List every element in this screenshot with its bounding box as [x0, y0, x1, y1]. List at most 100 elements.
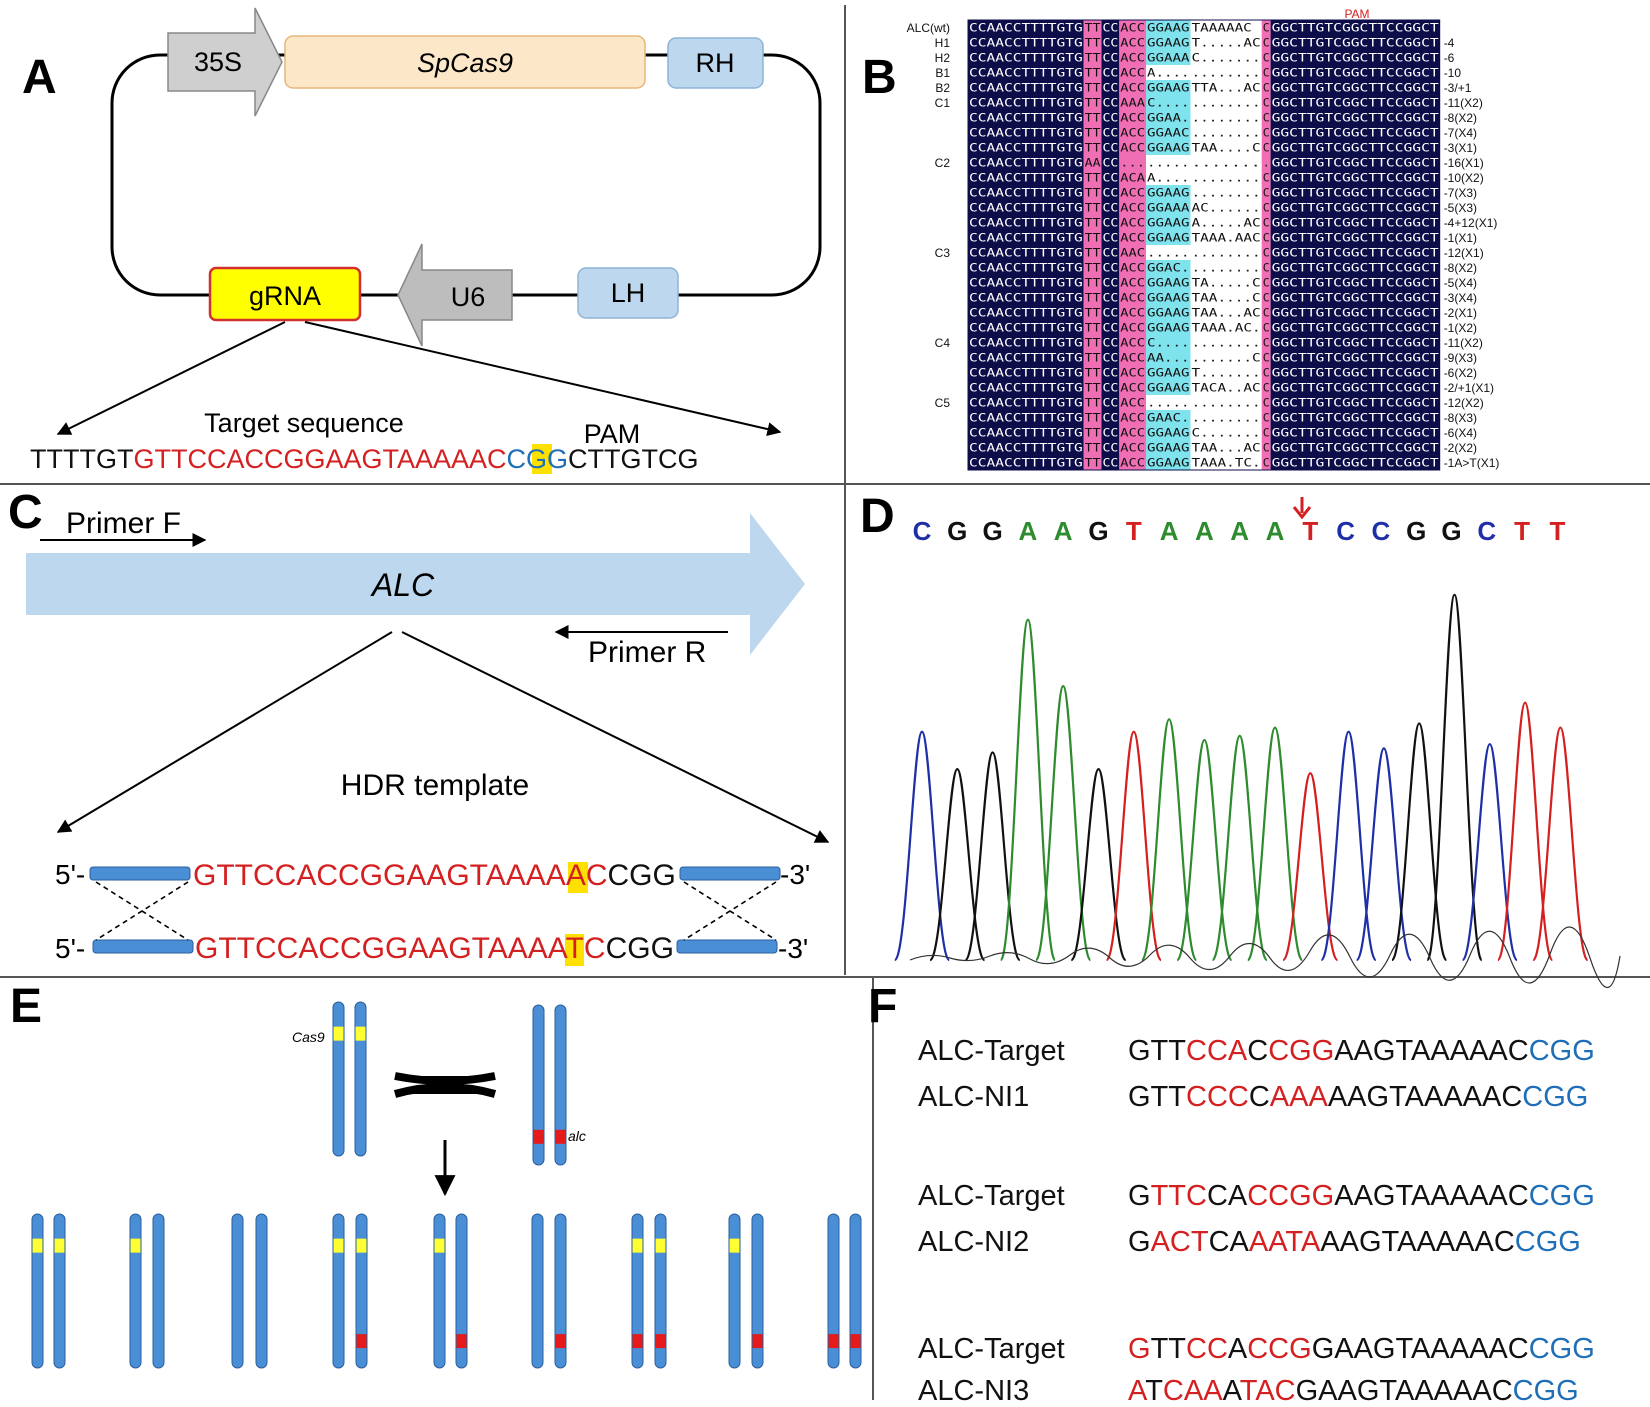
alignment-seq: TT — [1085, 231, 1101, 245]
chromatogram — [893, 593, 1621, 989]
alignment-cell — [1270, 35, 1440, 50]
row-note: -2/+1(X1) — [1444, 381, 1494, 395]
row-label: ALC(wt) — [907, 21, 950, 35]
row-note: -12(X1) — [1444, 246, 1484, 260]
alignment-cell — [1083, 260, 1102, 275]
alignment-seq: C — [1263, 351, 1270, 365]
alignment-seq: TT — [1085, 396, 1101, 410]
alignment-seq: ACC — [1120, 336, 1145, 350]
alignment-cell — [1146, 95, 1191, 110]
svg-text:SpCas9: SpCas9 — [417, 48, 513, 78]
alignment-cell — [968, 50, 1084, 65]
promoter-35s: 35S — [167, 7, 283, 117]
alignment-cell — [1083, 80, 1102, 95]
alignment-cell — [1083, 275, 1102, 290]
alignment-cell — [1270, 20, 1440, 35]
alignment-seq: CCAACCTTTTGTG — [969, 366, 1083, 380]
comparison-label: ALC-Target — [918, 1035, 1065, 1067]
alignment-seq: C.... — [1147, 336, 1190, 350]
alignment-seq: GGAAG — [1147, 216, 1190, 230]
alignment-cell — [1261, 455, 1271, 470]
cas9-marker — [355, 1026, 366, 1041]
alignment-seq: GGAAG — [1147, 81, 1190, 95]
alignment-seq: GGAAG — [1147, 21, 1190, 35]
alignment-cell — [968, 35, 1084, 50]
spcas9-box: SpCas9 — [284, 35, 646, 89]
alignment-cell — [1101, 305, 1120, 320]
alignment-seq: GGAAG — [1147, 456, 1190, 470]
alignment-seq: TT — [1085, 51, 1101, 65]
alignment-cell — [968, 350, 1084, 365]
alignment-seq: C — [1263, 246, 1270, 260]
alignment-seq: C — [1263, 366, 1270, 380]
alignment-seq: GGCTTGTCGGCTTCCGGCT — [1272, 396, 1439, 410]
alignment-cell — [1261, 20, 1271, 35]
chromatogram-peak — [1320, 730, 1377, 962]
alignment-seq: CCAACCTTTTGTG — [969, 306, 1083, 320]
alignment-seq: A.... — [1147, 171, 1190, 185]
alignment-seq: TT — [1085, 186, 1101, 200]
alignment-seq: CC — [1103, 306, 1119, 320]
alignment-seq: CC — [1103, 396, 1119, 410]
chromatogram-peak — [893, 730, 951, 962]
alignment-seq: C — [1263, 81, 1270, 95]
chromosome — [531, 1213, 544, 1369]
alignment-cell — [1119, 50, 1146, 65]
chromosome — [554, 1213, 567, 1369]
alignment-cell — [1270, 95, 1440, 110]
alignment-cell — [1101, 50, 1120, 65]
alignment-cell — [1083, 50, 1102, 65]
alignment-cell — [1270, 305, 1440, 320]
panel-f: F ALC-TargetALC-NI1GTTCCACCGGAAGTAAAAACC… — [868, 980, 1595, 1407]
alignment-seq: GGAAG — [1147, 186, 1190, 200]
alignment-cell — [1083, 410, 1102, 425]
alignment-cell — [1146, 260, 1191, 275]
alignment-seq: ACC — [1120, 111, 1145, 125]
comparison-sequence: GACTCAAATAAAGTAAAAACCGG — [1128, 1226, 1581, 1258]
alignment-cell — [1190, 425, 1262, 440]
target-sequence-label: Target sequence — [204, 408, 404, 438]
alignment-seq: ........ — [1192, 171, 1261, 185]
alignment-cell — [1083, 455, 1102, 470]
alignment-cell — [1101, 95, 1120, 110]
chromatogram-baseline — [909, 926, 1621, 989]
alignment-seq: GGCTTGTCGGCTTCCGGCT — [1272, 231, 1439, 245]
svg-text:RH: RH — [696, 48, 735, 78]
alignment-seq: ACC — [1120, 216, 1145, 230]
alc-marker — [555, 1334, 566, 1349]
row-note: -5(X3) — [1444, 201, 1477, 215]
alignment-seq: ........ — [1192, 96, 1261, 110]
row-note: -8(X2) — [1444, 261, 1477, 275]
alignment-cell — [1119, 260, 1146, 275]
alignment-cell — [1270, 155, 1440, 170]
row-label: C4 — [935, 336, 951, 350]
chromatogram-peak — [1140, 718, 1198, 962]
alignment-cell — [1270, 80, 1440, 95]
base-call: T — [1549, 516, 1565, 546]
alignment-cell — [1190, 95, 1262, 110]
alignment-seq: TT — [1085, 246, 1101, 260]
chromatogram-peak — [1211, 734, 1268, 962]
comparison-label: ALC-Target — [918, 1333, 1065, 1365]
alignment-seq: C — [1263, 36, 1270, 50]
alignment-cell — [1190, 260, 1262, 275]
alignment-cell — [1101, 320, 1120, 335]
alignment-cell — [1190, 185, 1262, 200]
base-call: C — [913, 516, 932, 546]
alignment-seq: ........ — [1192, 111, 1261, 125]
alignment-seq: C — [1263, 201, 1270, 215]
u6-promoter: U6 — [397, 243, 513, 347]
alignment-seq: C — [1263, 216, 1270, 230]
alignment-seq: CC — [1103, 141, 1119, 155]
alignment-seq: C — [1263, 426, 1270, 440]
alignment-cell — [1101, 80, 1120, 95]
alignment-cell — [1261, 425, 1271, 440]
alignment-seq: TT — [1085, 36, 1101, 50]
alignment-seq: CC — [1103, 276, 1119, 290]
alignment-seq: C — [1263, 126, 1270, 140]
alignment-cell — [1119, 455, 1146, 470]
alignment-seq: C — [1263, 381, 1270, 395]
alignment-seq: CCAACCTTTTGTG — [969, 261, 1083, 275]
